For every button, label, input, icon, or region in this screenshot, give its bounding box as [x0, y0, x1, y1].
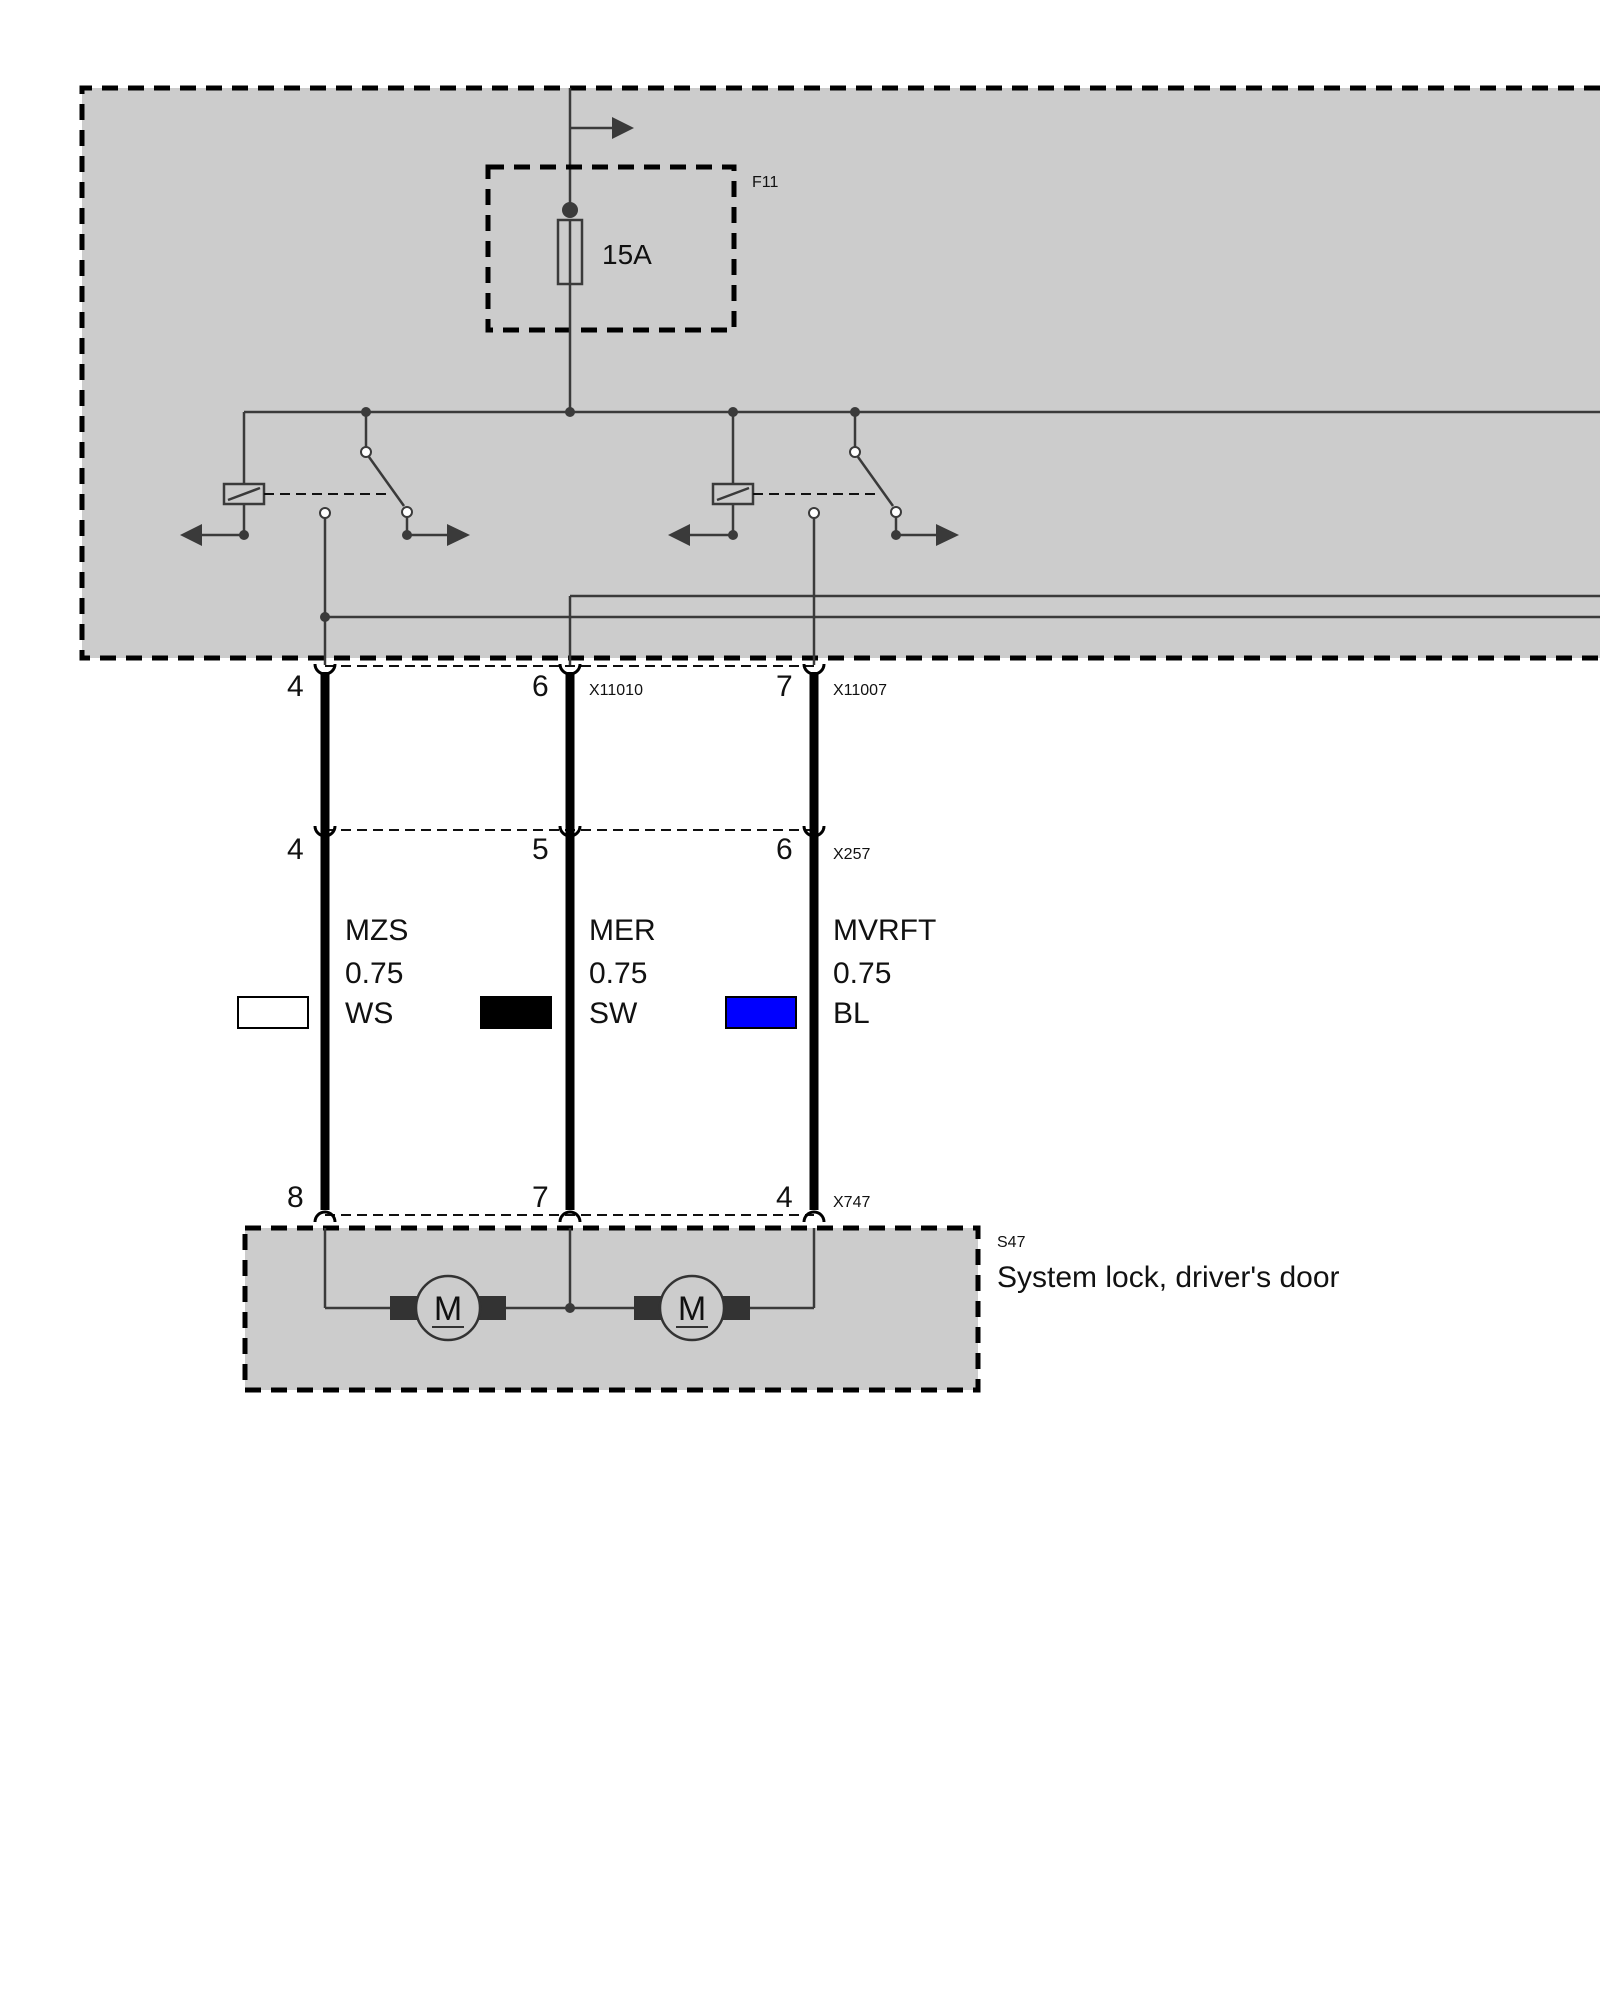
fuse-node — [562, 202, 578, 218]
control-module-background — [82, 88, 1600, 658]
wire-color-swatch — [480, 996, 552, 1029]
wire-signal: MZS — [345, 914, 408, 947]
supply-bus — [244, 407, 1600, 417]
wire-color-swatch — [237, 996, 309, 1029]
connector-ref: X11007 — [833, 682, 887, 699]
component-ref: S47 — [997, 1234, 1026, 1251]
control-module-border — [79, 85, 1600, 661]
pin-number: 4 — [287, 670, 304, 703]
connector-pins — [313, 663, 826, 1223]
arrow-left-icon — [180, 524, 202, 546]
fuse-rating: 15A — [602, 239, 652, 270]
pin-number: 6 — [532, 670, 549, 703]
arrow-left-icon — [668, 524, 690, 546]
motor-icon: M — [634, 1274, 750, 1342]
wire-color-code: SW — [589, 997, 638, 1030]
fuse-ref: F11 — [752, 174, 778, 191]
output-arrow-icon — [612, 117, 634, 139]
fuse-f11-group: 15A F11 — [485, 88, 778, 412]
wire-signal: MVRFT — [833, 914, 936, 947]
wire-size: 0.75 — [589, 957, 647, 990]
arrow-right-icon — [936, 524, 959, 546]
connector-ref: X747 — [833, 1194, 870, 1211]
pin-number: 4 — [287, 833, 304, 866]
relay-switch-contact — [367, 456, 406, 507]
pin-number: 7 — [532, 1181, 549, 1214]
component-s47: M M S47 System lock, driver's door — [242, 1225, 1340, 1393]
wire-labels: MZS 0.75 WS MER 0.75 SW MVRFT 0.75 BL — [237, 914, 936, 1030]
wire-color-code: BL — [833, 997, 870, 1030]
relay-2 — [668, 412, 959, 665]
relay-switch-contact — [856, 456, 895, 507]
pin-number: 8 — [287, 1181, 304, 1214]
wires — [320, 672, 819, 1210]
connector-ref: X257 — [833, 846, 870, 863]
pin-number: 4 — [776, 1181, 793, 1214]
connector-labels: 4 6 7 X11010 X11007 4 5 6 X257 8 7 4 X74… — [287, 670, 887, 1214]
component-name: System lock, driver's door — [997, 1261, 1340, 1294]
wire-color-code: WS — [345, 997, 393, 1030]
pin-number: 6 — [776, 833, 793, 866]
wire-signal: MER — [589, 914, 656, 947]
relay-1 — [180, 412, 470, 665]
pin-number: 5 — [532, 833, 549, 866]
arrow-right-icon — [447, 524, 470, 546]
motor-label: M — [434, 1290, 462, 1328]
fuse-box-outline — [485, 164, 737, 333]
pin-number: 7 — [776, 670, 793, 703]
motor-label: M — [678, 1290, 706, 1328]
wire-color-swatch — [725, 996, 797, 1029]
connector-ref: X11010 — [589, 682, 643, 699]
wire-size: 0.75 — [833, 957, 891, 990]
internal-feeds — [320, 594, 1600, 665]
wire-size: 0.75 — [345, 957, 403, 990]
motor-icon: M — [390, 1274, 506, 1342]
control-module — [79, 85, 1600, 661]
